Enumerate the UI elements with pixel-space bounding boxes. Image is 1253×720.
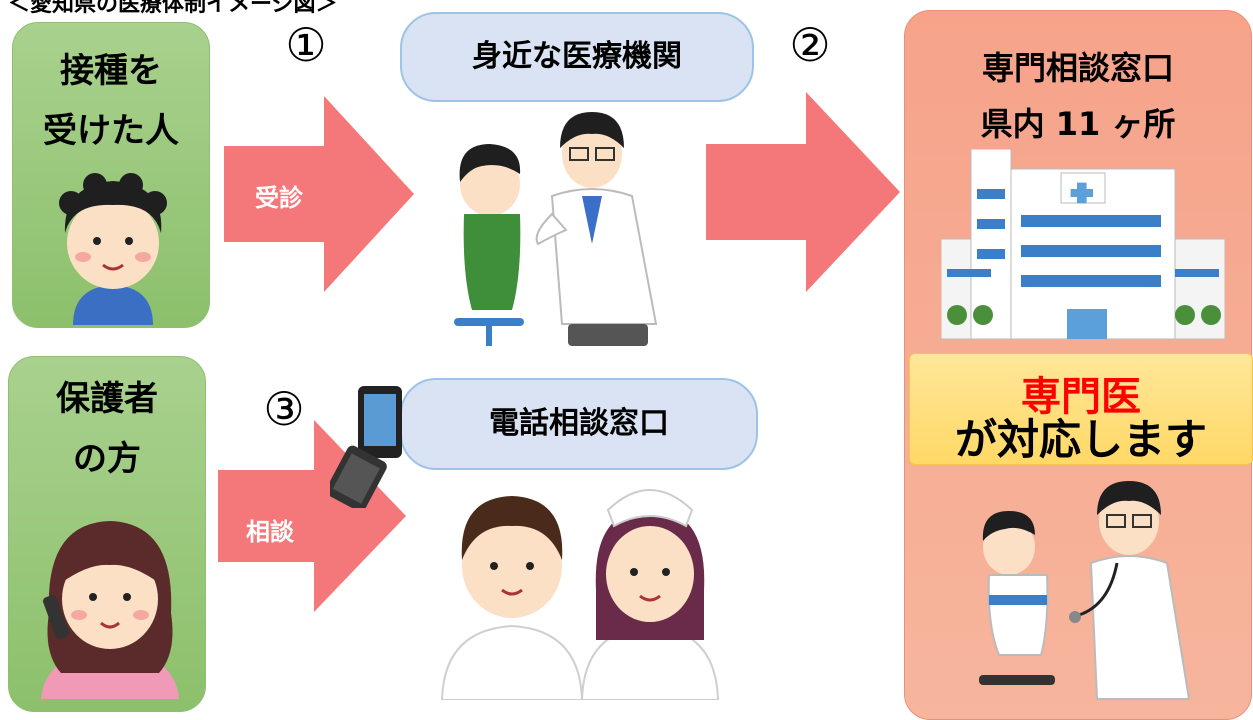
visit-arrow-label: 受診 [255,184,303,212]
patient-kid-icon [979,511,1055,685]
phone-consult-pill: 電話相談窓口 [400,378,758,470]
local-clinic-pill: 身近な医療機関 [400,12,754,102]
diagram-title: ＜愛知県の医療体制イメージ図＞ [8,0,338,17]
specialist-panel: 専門相談窓口 県内 11 ヶ所 専門医 が対応します [904,10,1253,720]
step-2-marker: ② [789,18,831,72]
local-clinic-label: 身近な医療機関 [472,39,682,74]
stethoscope-doctor-icon [1069,481,1191,700]
staff-man-icon [440,496,584,700]
hospital-building-icon [941,149,1225,340]
doctor-patient-illustration [454,112,658,346]
recipient-label-line2: 受けた人 [43,111,179,151]
phone-staff-illustration [440,489,720,700]
patient-boy-icon [454,144,524,346]
specialist-panel-count: 県内 11 ヶ所 [980,105,1176,143]
specialist-responds-label: が対応します [954,415,1207,464]
woman-phone-icon [41,521,179,699]
phone-consult-arrow-label: 相談 [246,518,294,546]
specialist-callout: 専門医 が対応します [909,353,1253,465]
boy-face-icon [59,173,167,325]
doctor-icon [535,112,658,346]
specialist-label: 専門医 [1021,374,1141,420]
visit-arrow [224,96,414,292]
guardian-label-line1: 保護者 [56,379,158,419]
referral-arrow [706,92,900,292]
recipient-box: 接種を 受けた人 [12,22,210,328]
step-1-marker: ① [285,18,327,72]
flip-phone-icon [330,386,402,508]
guardian-label-line2: の方 [73,439,141,479]
phone-consult-label: 電話相談窓口 [489,406,669,441]
guardian-box: 保護者 の方 [8,356,206,712]
step-3-marker: ③ [263,382,305,436]
recipient-label-line1: 接種を [60,51,162,91]
specialist-doctor-illustration [979,481,1191,700]
specialist-panel-title: 専門相談窓口 [981,49,1174,87]
nurse-icon [580,489,720,700]
